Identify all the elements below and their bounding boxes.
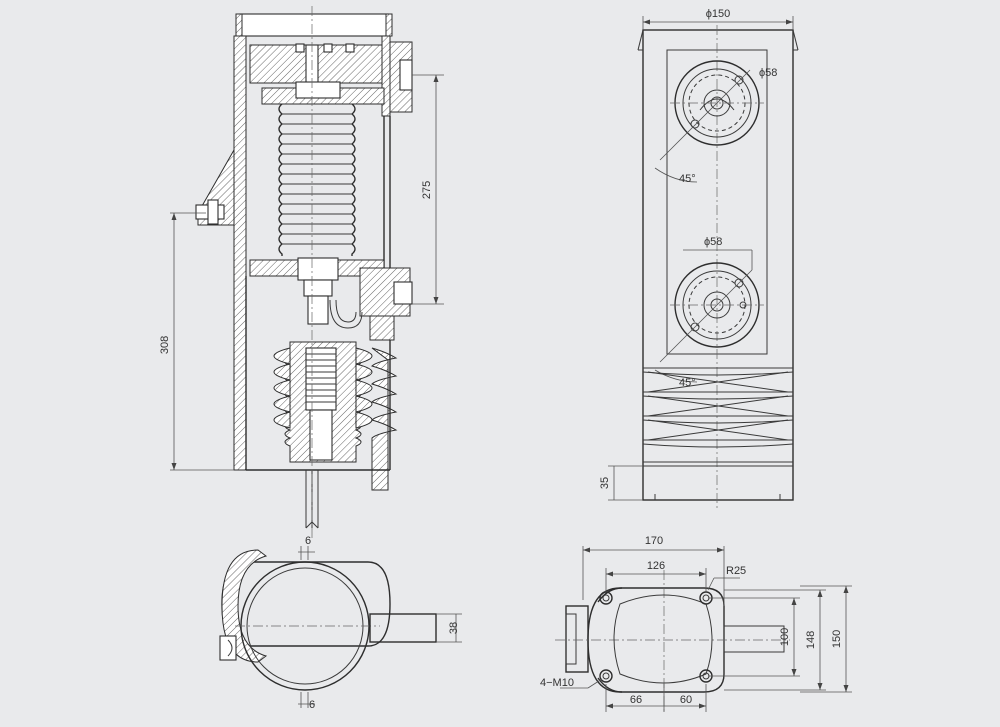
lower-flange-hole: ϕ58 45° — [654, 236, 764, 389]
upper-flange-hole: 45° ϕ58 — [654, 60, 777, 185]
external-sheds — [371, 347, 398, 491]
label-lower-phi58: ϕ58 — [704, 236, 722, 248]
label-upper-45: 45° — [679, 173, 696, 185]
label-60: 60 — [680, 694, 692, 706]
label-phi150: ϕ150 — [706, 8, 731, 20]
label-38: 38 — [448, 622, 460, 634]
label-170: 170 — [645, 535, 663, 547]
label-35: 35 — [599, 477, 611, 489]
label-6-lower: 6 — [309, 699, 315, 711]
dimension-275: 275 — [412, 74, 444, 305]
label-275: 275 — [421, 181, 433, 199]
insulator — [273, 341, 373, 463]
label-150: 150 — [831, 630, 843, 648]
label-148: 148 — [805, 631, 817, 649]
label-100: 100 — [779, 628, 791, 646]
dimension-phi150: ϕ150 — [642, 8, 794, 30]
label-126: 126 — [647, 560, 665, 572]
label-r25: R25 — [726, 565, 746, 577]
label-upper-phi58: ϕ58 — [759, 67, 777, 79]
top-view: 38 6 6 — [219, 535, 462, 711]
label-66: 66 — [630, 694, 642, 706]
side-section-view: 308 275 — [159, 6, 444, 540]
dimension-35: 35 — [599, 465, 643, 501]
dimension-308: 308 — [159, 212, 234, 471]
label-308: 308 — [159, 336, 171, 354]
label-4m10: 4−M10 — [540, 677, 574, 689]
mounting-holes — [599, 591, 713, 683]
bellows — [278, 103, 356, 256]
front-view: 45° ϕ58 ϕ58 45° — [599, 8, 799, 510]
front-sheds — [642, 367, 794, 463]
label-6-upper: 6 — [305, 535, 311, 547]
base-view: 170 126 R25 100 148 150 4− — [540, 535, 852, 712]
